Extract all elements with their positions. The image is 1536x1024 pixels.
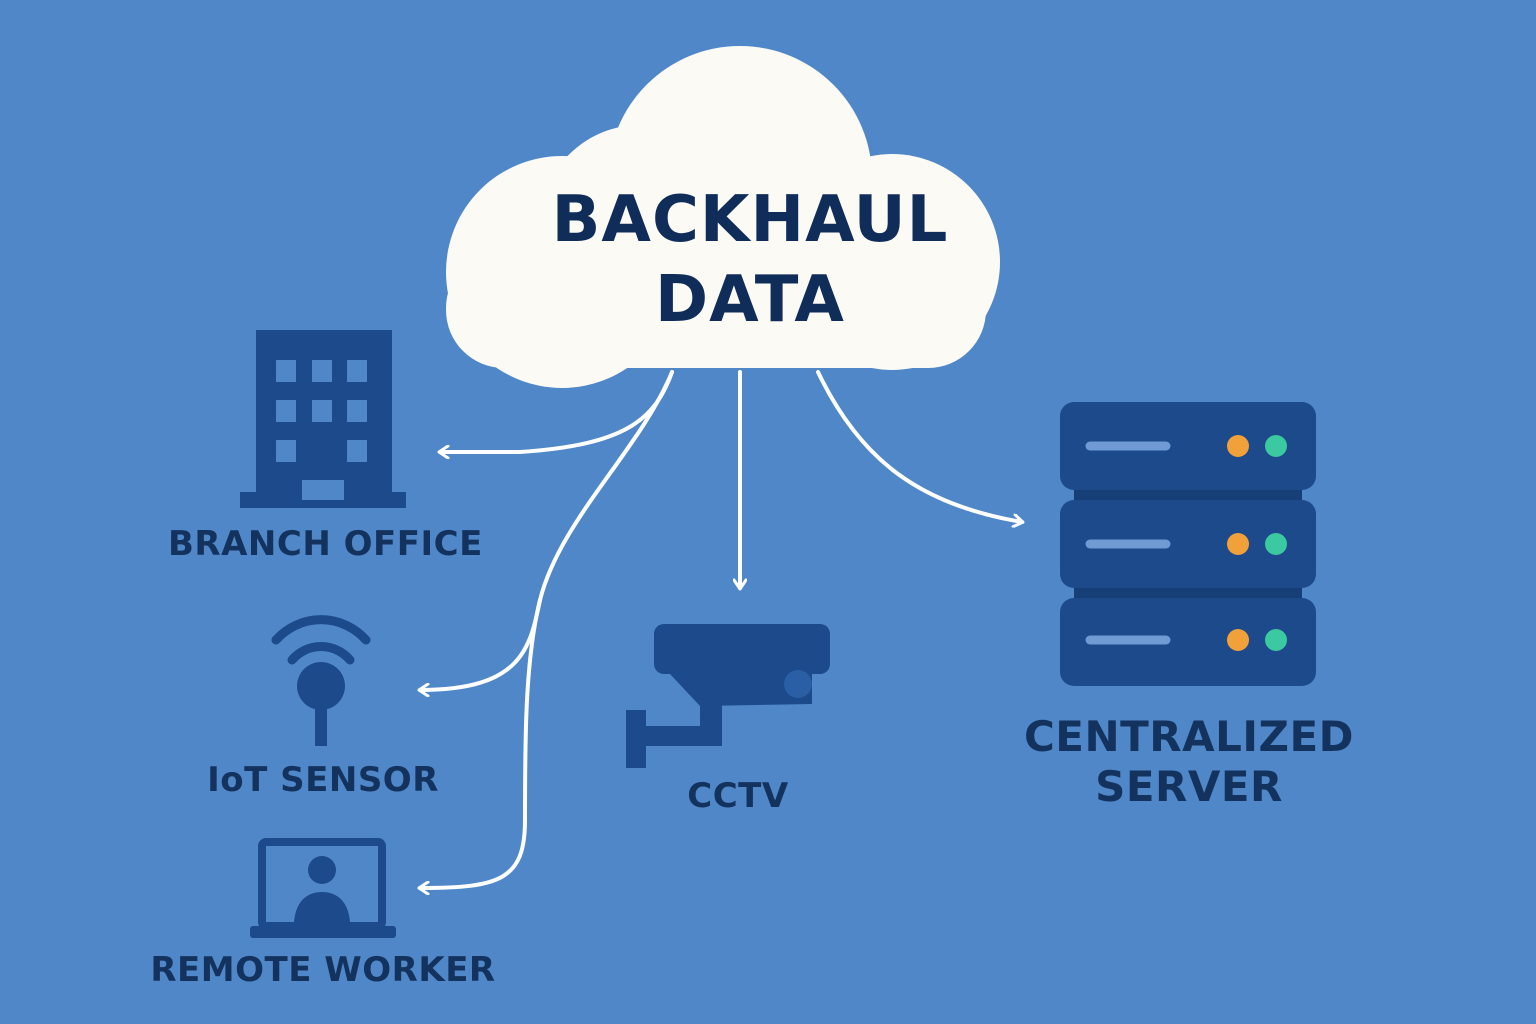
server-label-line2: SERVER xyxy=(1095,762,1283,811)
laptop-user-icon xyxy=(250,838,396,938)
security-camera-icon xyxy=(626,624,830,768)
hub-title-line2: DATA xyxy=(655,263,845,337)
remote-worker-label: REMOTE WORKER xyxy=(150,950,496,990)
server-label: CENTRALIZED SERVER xyxy=(1016,712,1362,812)
hub-title: BACKHAUL DATA xyxy=(460,180,1040,340)
wireless-sensor-icon xyxy=(271,615,371,746)
server-rack-icon xyxy=(1060,402,1316,686)
branch-office-label: BRANCH OFFICE xyxy=(168,524,483,564)
building-icon xyxy=(240,330,406,508)
server-label-line1: CENTRALIZED xyxy=(1023,712,1355,761)
hub-title-line1: BACKHAUL xyxy=(551,183,949,257)
iot-sensor-label: IoT SENSOR xyxy=(207,760,439,800)
arrow-to-server xyxy=(816,370,1022,522)
cctv-label: CCTV xyxy=(687,776,789,816)
cloud-icon xyxy=(446,46,1000,388)
arrow-to-remote-worker xyxy=(420,598,542,888)
connection-arrows xyxy=(420,370,1022,888)
arrow-to-iot-sensor xyxy=(420,370,674,690)
